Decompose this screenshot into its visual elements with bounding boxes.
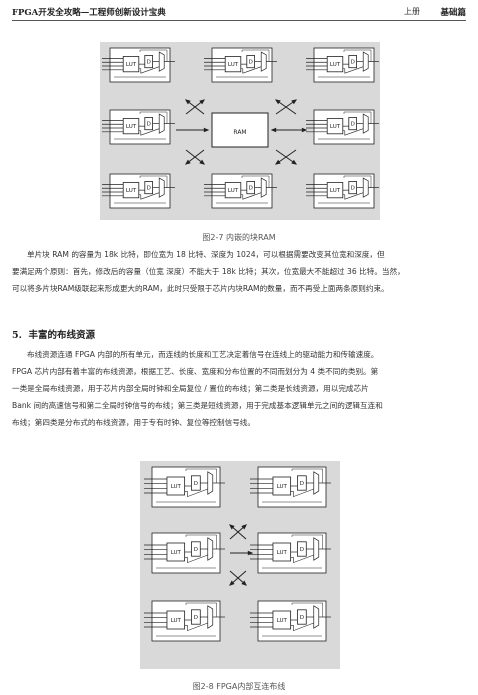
mux-shape	[260, 177, 267, 198]
lut-label: LUT	[277, 550, 288, 556]
logic-cell: LUT D	[250, 466, 331, 508]
lut-label: LUT	[171, 550, 182, 556]
block-ram-figure: LUT D LUT D LUT D LUT D LUT D LUT D LUT D LUT D RAM	[100, 42, 380, 220]
routing-arrow	[184, 99, 205, 115]
lut-label: LUT	[277, 484, 288, 490]
lut-label: LUT	[228, 188, 239, 194]
dff-label: D	[249, 60, 253, 66]
mux-shape	[362, 113, 369, 134]
routing-arrow	[229, 524, 247, 540]
routing-arrow	[176, 127, 210, 133]
para2-line-3: 一类是全局布线资源，用于芯片内部全局时钟和全局复位 / 置位的布线；第二类是长线…	[12, 384, 369, 393]
paragraph-routing: 布线资源连通 FPGA 内部的所有单元，而连线的长度和工艺决定着信号在连线上的驱…	[12, 346, 466, 431]
lut-label: LUT	[171, 484, 182, 490]
lut-label: LUT	[228, 62, 239, 68]
lut-block	[326, 118, 344, 135]
routing-arrow	[229, 570, 247, 586]
logic-cell: LUT D	[250, 532, 331, 574]
logic-cell: LUT D	[144, 600, 225, 642]
para1-line-2: 要满足两个原则：首先，修改后的容量（位宽 深度）不能大于 18k 比特；其次，位…	[12, 267, 405, 276]
dff-label: D	[351, 122, 355, 128]
mux-shape	[207, 471, 214, 495]
mux-shape	[158, 113, 165, 134]
lut-label: LUT	[126, 62, 137, 68]
figure1-caption: 图2-7 内嵌的块RAM	[202, 233, 276, 242]
dff-label: D	[351, 60, 355, 66]
lut-label: LUT	[330, 62, 341, 68]
logic-cell: LUT D	[204, 47, 277, 83]
section-heading: 5. 丰富的布线资源	[12, 327, 95, 341]
lut-label: LUT	[126, 188, 137, 194]
section-title: 丰富的布线资源	[28, 330, 96, 341]
mux-shape	[158, 51, 165, 72]
routing-arrow	[270, 127, 308, 133]
section-number: 5.	[12, 330, 22, 341]
volume-label: 上册	[404, 7, 420, 16]
book-title: FPGA开发全攻略—工程师创新设计宝典	[12, 8, 166, 18]
dff-label: D	[194, 547, 198, 553]
mux-shape	[313, 605, 320, 629]
dff-label: D	[194, 615, 198, 621]
mux-shape	[207, 605, 214, 629]
dff-label: D	[194, 481, 198, 487]
routing-arrow	[274, 149, 297, 165]
logic-cell: LUT D	[250, 600, 331, 642]
lut-label: LUT	[171, 618, 182, 624]
routing-arrow	[274, 99, 297, 115]
para2-line-5: 布线；第四类是分布式的布线资源，用于专有时钟、复位等控制信号线。	[12, 418, 255, 427]
dff-label: D	[249, 186, 253, 192]
dff-label: D	[351, 186, 355, 192]
logic-cell: LUT D	[102, 109, 175, 145]
part-label: 基础篇	[440, 8, 466, 18]
logic-cell: LUT D	[204, 173, 277, 209]
dff-label: D	[147, 122, 151, 128]
mux-shape	[362, 177, 369, 198]
mux-shape	[207, 537, 214, 561]
figure2-caption: 图2-8 FPGA内部互连布线	[192, 682, 286, 691]
lut-label: LUT	[330, 124, 341, 130]
lut-block	[326, 56, 344, 73]
logic-cell: LUT D	[306, 173, 379, 209]
lut-label: LUT	[126, 124, 137, 130]
para1-line-3: 可以将多片块RAM级联起来形成更大的RAM，此时只受限于芯片内块RAM的数量，而…	[12, 284, 389, 293]
lut-label: LUT	[330, 188, 341, 194]
dff-label: D	[300, 615, 304, 621]
logic-cell: LUT D	[144, 532, 225, 574]
dff-label: D	[300, 481, 304, 487]
logic-cell: LUT D	[144, 466, 225, 508]
mux-shape	[313, 537, 320, 561]
ram-label: RAM	[233, 129, 246, 136]
logic-cell: LUT D	[102, 47, 175, 83]
logic-cell: LUT D	[102, 173, 175, 209]
paragraph-block-ram: 单片块 RAM 的容量为 18k 比特，即位宽为 18 比特、深度为 1024，…	[12, 246, 466, 297]
mux-shape	[313, 471, 320, 495]
para2-line-4: Bank 间的高速信号和第二全局时钟信号的布线；第三类是短线资源，用于完成基本逻…	[12, 401, 383, 410]
logic-cell: LUT D	[306, 47, 379, 83]
mux-shape	[362, 51, 369, 72]
page-header: FPGA开发全攻略—工程师创新设计宝典 上册 基础篇	[12, 4, 466, 21]
routing-arrow	[184, 149, 205, 165]
mux-shape	[158, 177, 165, 198]
dff-label: D	[147, 186, 151, 192]
para1-line-1: 单片块 RAM 的容量为 18k 比特，即位宽为 18 比特、深度为 1024，…	[27, 250, 385, 259]
mux-shape	[260, 51, 267, 72]
interconnect-figure: LUT D LUT D LUT D LUT D LUT D LUT D	[140, 461, 340, 669]
routing-arrow	[230, 550, 254, 556]
ram-block	[211, 112, 269, 148]
lut-block	[326, 182, 344, 199]
dff-label: D	[147, 60, 151, 66]
para2-line-1: 布线资源连通 FPGA 内部的所有单元，而连线的长度和工艺决定着信号在连线上的驱…	[27, 350, 379, 359]
lut-label: LUT	[277, 618, 288, 624]
dff-label: D	[300, 547, 304, 553]
logic-cell: LUT D	[306, 109, 379, 145]
para2-line-2: FPGA 芯片内部有着丰富的布线资源，根据工艺、长度、宽度和分布位置的不同而划分…	[12, 367, 379, 376]
